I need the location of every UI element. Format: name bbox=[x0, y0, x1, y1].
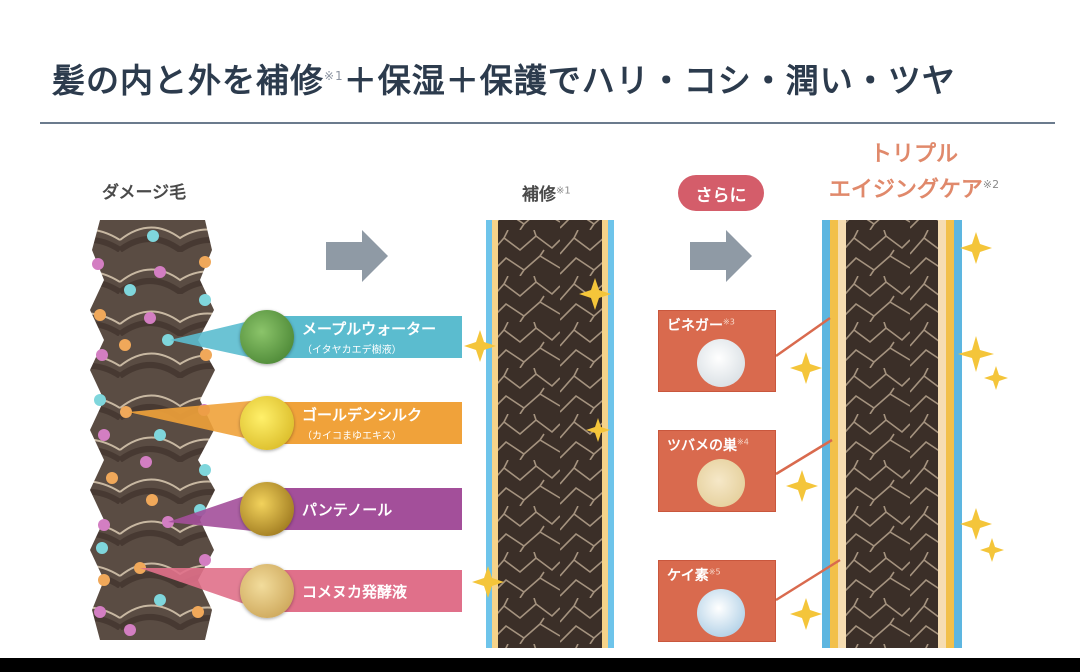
ingredient-name: パンテノール bbox=[302, 500, 393, 519]
rice-bran-image bbox=[240, 564, 294, 618]
vinegar-image bbox=[697, 339, 745, 387]
triple-line1: トリプル bbox=[869, 142, 958, 167]
coating-note: ※4 bbox=[737, 437, 749, 447]
infographic-canvas: 髪の内と外を補修※1＋保湿＋保護でハリ・コシ・潤い・ツヤ ダメージ毛 補修※1 … bbox=[0, 0, 1080, 658]
title-divider bbox=[40, 122, 1055, 124]
label-repair-note: ※1 bbox=[556, 185, 571, 197]
triple-care-hair-strand bbox=[822, 220, 962, 648]
coating-note: ※5 bbox=[708, 567, 721, 577]
coating-name: ビネガー bbox=[667, 318, 723, 334]
coating-label: ケイ素※5 bbox=[667, 565, 721, 585]
title-part1: 髪の内と外を補修 bbox=[52, 61, 324, 100]
ingredient-name: ゴールデンシルク bbox=[302, 406, 423, 424]
ingredient-sub: （イタヤカエデ樹液） bbox=[302, 345, 402, 356]
ingredient-rice-bran-ferment: コメヌカ発酵液 bbox=[262, 570, 462, 612]
repaired-hair-strand bbox=[486, 220, 614, 648]
ingredient-name: コメヌカ発酵液 bbox=[302, 582, 408, 601]
triple-note: ※2 bbox=[982, 178, 1000, 191]
coating-label: ビネガー※3 bbox=[667, 315, 735, 335]
label-damaged-hair: ダメージ毛 bbox=[102, 183, 187, 203]
label-repair-text: 補修 bbox=[522, 185, 556, 205]
label-repair: 補修※1 bbox=[522, 180, 571, 205]
triple-line2: エイジングケア bbox=[828, 177, 983, 203]
coating-leaders bbox=[775, 316, 841, 602]
arrow-right-icon bbox=[326, 230, 388, 282]
ingredient-maple-water: メープルウォーター （イタヤカエデ樹液） bbox=[262, 316, 462, 358]
ingredient-leaders bbox=[128, 318, 262, 610]
coating-name: ケイ素 bbox=[667, 568, 709, 584]
sparkle-icon bbox=[464, 232, 1008, 630]
title-part2: ＋保湿＋保護でハリ・コシ・潤い・ツヤ bbox=[343, 61, 956, 100]
label-triple-aging-care: トリプル エイジングケア※2 bbox=[800, 140, 1028, 205]
ingredient-sub: （カイコまゆエキス） bbox=[302, 431, 402, 442]
bottom-frame-bar bbox=[0, 658, 1080, 672]
maple-leaf-image bbox=[240, 310, 294, 364]
golden-silk-image bbox=[240, 396, 294, 450]
coating-box-vinegar: ビネガー※3 bbox=[658, 310, 776, 392]
arrow-right-icon bbox=[690, 230, 752, 282]
ingredient-panthenol: パンテノール bbox=[262, 488, 462, 530]
ingredient-name: メープルウォーター bbox=[302, 320, 437, 338]
hair-illustration bbox=[90, 220, 1008, 648]
title-note: ※1 bbox=[324, 69, 344, 83]
silicon-water-image bbox=[697, 589, 745, 637]
bird-nest-image bbox=[697, 459, 745, 507]
badge-further: さらに bbox=[678, 175, 764, 211]
page-title: 髪の内と外を補修※1＋保湿＋保護でハリ・コシ・潤い・ツヤ bbox=[52, 54, 1052, 102]
coating-box-silicon: ケイ素※5 bbox=[658, 560, 776, 642]
panthenol-image bbox=[240, 482, 294, 536]
coating-box-bird-nest: ツバメの巣※4 bbox=[658, 430, 776, 512]
coating-label: ツバメの巣※4 bbox=[667, 435, 749, 455]
coating-note: ※3 bbox=[723, 317, 735, 327]
coating-name: ツバメの巣 bbox=[667, 438, 737, 454]
ingredient-golden-silk: ゴールデンシルク （カイコまゆエキス） bbox=[262, 402, 462, 444]
